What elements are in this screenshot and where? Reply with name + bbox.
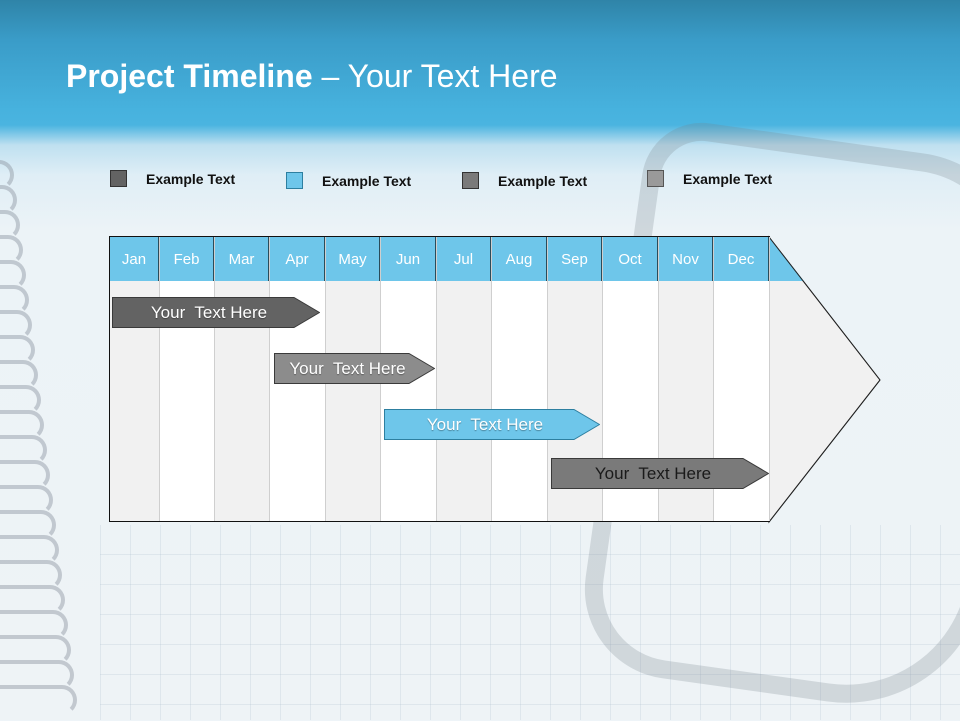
task-bar-label: Your Text Here — [594, 463, 712, 483]
spiral-ring-icon — [0, 235, 23, 265]
month-header: Oct — [603, 237, 658, 281]
month-column-feb: Feb — [160, 237, 215, 522]
spiral-ring-icon — [0, 460, 50, 490]
task-bar-label: Your Text Here — [289, 358, 406, 378]
legend-item: Example Text — [110, 170, 235, 187]
month-header: Mar — [215, 237, 269, 281]
month-header: Jun — [381, 237, 436, 281]
spiral-ring-icon — [0, 310, 32, 340]
spiral-ring-icon — [0, 585, 65, 615]
spiral-ring-icon — [0, 435, 47, 465]
spiral-ring-icon — [0, 685, 77, 715]
month-header: Apr — [270, 237, 325, 281]
spiral-ring-icon — [0, 185, 17, 215]
spiral-ring-icon — [0, 510, 56, 540]
spiral-ring-icon — [0, 160, 14, 190]
timeline-task-bar[interactable]: Your Text Here — [384, 409, 600, 440]
month-header: Sep — [548, 237, 602, 281]
month-column-jul: Jul — [437, 237, 492, 522]
spiral-ring-icon — [0, 535, 59, 565]
month-header: Jan — [110, 237, 159, 281]
spiral-ring-icon — [0, 210, 20, 240]
legend-label: Example Text — [498, 172, 588, 189]
legend-item: Example Text — [647, 170, 772, 187]
spiral-ring-icon — [0, 660, 74, 690]
legend-label: Example Text — [683, 170, 773, 187]
month-column-aug: Aug — [492, 237, 548, 522]
month-header: Nov — [659, 237, 713, 281]
month-header: Dec — [714, 237, 769, 281]
legend-label: Example Text — [146, 170, 236, 187]
legend-item: Example Text — [462, 172, 587, 189]
legend-swatch-icon — [286, 172, 303, 189]
spiral-ring-icon — [0, 560, 62, 590]
spiral-ring-icon — [0, 385, 41, 415]
month-column-jan: Jan — [110, 237, 160, 522]
notebook-grid-paper — [100, 525, 960, 720]
month-header: Jul — [437, 237, 491, 281]
task-bar-label: Your Text Here — [150, 302, 268, 322]
spiral-ring-icon — [0, 635, 71, 665]
notebook-spiral-binding — [0, 160, 110, 720]
spiral-ring-icon — [0, 335, 35, 365]
spiral-ring-icon — [0, 360, 38, 390]
timeline-task-bar[interactable]: Your Text Here — [551, 458, 769, 489]
slide-title: Project Timeline – Your Text Here — [66, 58, 558, 95]
spiral-ring-icon — [0, 485, 53, 515]
spiral-ring-icon — [0, 410, 44, 440]
task-bar-label: Your Text Here — [426, 414, 544, 434]
legend-swatch-icon — [647, 170, 664, 187]
month-header: Aug — [492, 237, 547, 281]
legend-swatch-icon — [462, 172, 479, 189]
title-rest: – Your Text Here — [312, 58, 558, 94]
month-column-mar: Mar — [215, 237, 270, 522]
spiral-ring-icon — [0, 610, 68, 640]
month-header: Feb — [160, 237, 214, 281]
timeline-task-bar[interactable]: Your Text Here — [112, 297, 320, 328]
spiral-ring-icon — [0, 260, 26, 290]
month-header: May — [326, 237, 380, 281]
legend-item: Example Text — [286, 172, 411, 189]
legend-swatch-icon — [110, 170, 127, 187]
spiral-ring-icon — [0, 285, 29, 315]
legend-label: Example Text — [322, 172, 412, 189]
timeline-task-bar[interactable]: Your Text Here — [274, 353, 435, 384]
title-bold: Project Timeline — [66, 58, 313, 94]
